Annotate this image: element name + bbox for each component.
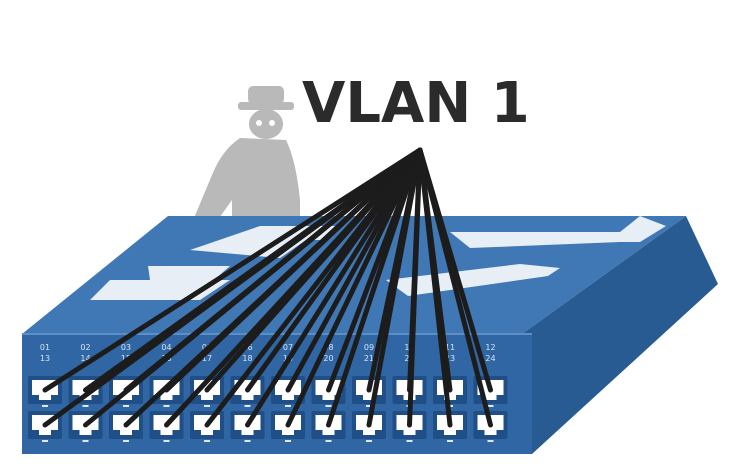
port-label-bottom: 18 [242,354,252,363]
port-label-top: 08 [323,343,333,352]
port-label-bottom: 23 [445,354,455,363]
port-label-top: 01 [40,343,50,352]
cable [83,147,423,393]
port-label-bottom: 21 [364,354,374,363]
port-label-top: 11 [445,343,455,352]
cable [407,147,423,428]
port-label-top: 02 [80,343,90,352]
cable [42,147,423,393]
cable [123,147,423,393]
cable [417,147,453,428]
diagram-title: VLAN 1 [302,71,530,136]
cable [326,147,423,428]
cable [285,147,423,428]
port-label-bottom: 24 [485,354,495,363]
cable [204,147,423,393]
port-label-bottom: 17 [202,354,212,363]
vlan-cables [42,147,493,428]
port-label-bottom: 13 [40,354,50,363]
switch-side-face [522,216,718,454]
port-label-top: 09 [364,343,374,352]
port-label-bottom: 20 [323,354,333,363]
cable [366,147,423,428]
cable [245,147,423,393]
cable [164,147,423,393]
port-label-top: 04 [161,343,171,352]
cable [417,147,493,428]
port-label-top: 07 [283,343,293,352]
cable [245,147,423,428]
cable [285,147,423,393]
spy-icon [194,86,300,240]
port-label-top: 12 [485,343,495,352]
port-label-bottom: 14 [80,354,90,363]
port-label-top: 03 [121,343,131,352]
